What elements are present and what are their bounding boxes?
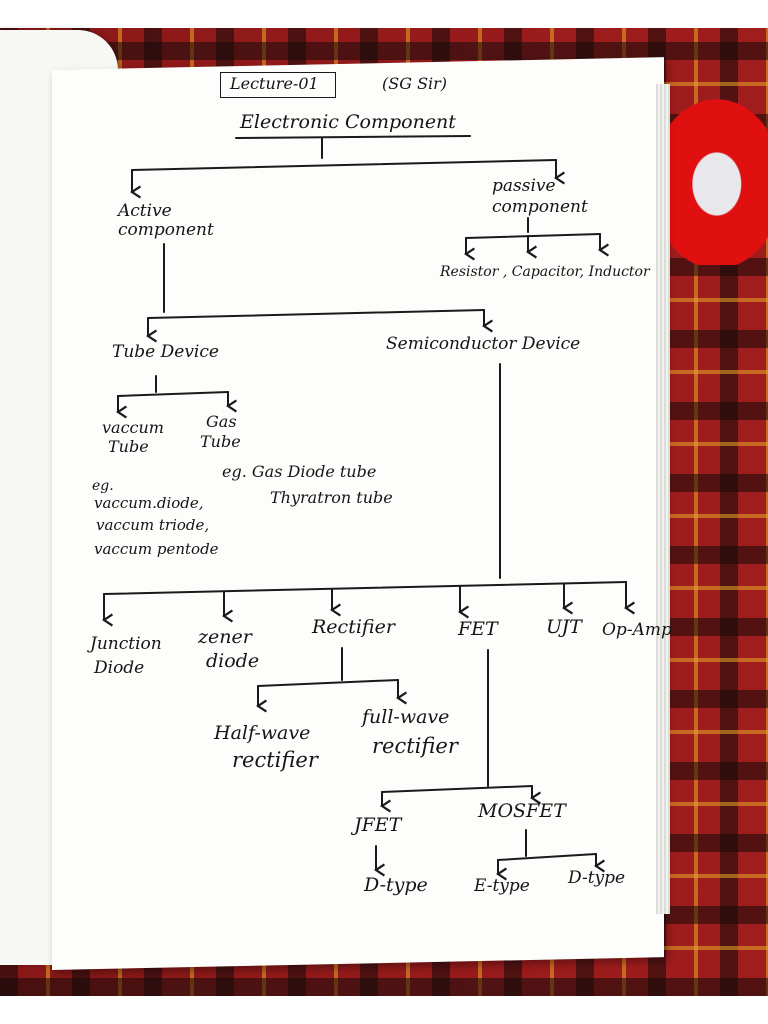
zener-diode-line2: diode [206,650,259,672]
tube-device-node: Tube Device [112,342,219,362]
passive-node-line2: component [492,197,588,217]
lecture-label: Lecture-01 [230,74,319,93]
zener-diode-line1: zener [198,626,252,648]
mosfet-dtype-node: D-type [568,868,625,888]
jfet-node: JFET [354,814,401,836]
passive-bar [466,234,600,238]
full-wave-line1: full-wave [362,706,449,728]
vacuum-examples-line3: vaccum pentode [94,540,219,558]
passive-node-line1: passive [492,176,556,196]
vacuum-examples-line1: vaccum.diode, [94,494,204,512]
vacuum-tube-line2: Tube [108,437,149,456]
gas-tube-line2: Tube [200,432,241,451]
root-node: Electronic Component [240,111,456,133]
rectifier-bar [258,680,398,686]
full-wave-line2: rectifier [372,734,458,758]
half-wave-line1: Half-wave [214,722,310,744]
mosfet-bar [498,854,596,860]
vacuum-examples-line2: vaccum triode, [96,516,209,534]
root-bar [132,160,556,170]
vacuum-examples-prefix: eg. [92,478,114,494]
fet-node: FET [458,618,498,640]
gas-examples-line2: Thyratron tube [270,488,393,507]
semiconductor-bar [104,582,626,594]
root-underline [236,136,470,138]
op-amp-node: Op-Amp [602,620,672,640]
semiconductor-device-node: Semiconductor Device [386,334,580,354]
half-wave-line2: rectifier [232,748,318,772]
junction-diode-line1: Junction [90,634,162,654]
ujt-node: UJT [546,616,582,638]
author-label: (SG Sir) [382,74,447,93]
jfet-dtype-node: D-type [364,874,428,896]
gas-tube-line1: Gas [206,412,237,431]
fet-bar [382,786,532,792]
tube-bar [118,392,228,396]
mosfet-etype-node: E-type [474,876,530,896]
active-node-line2: component [118,220,214,240]
active-bar [148,310,484,318]
gas-examples-line1: eg. Gas Diode tube [222,462,376,481]
active-node-line1: Active [118,201,172,221]
rectifier-node: Rectifier [312,616,395,638]
vacuum-tube-line1: vaccum [102,418,164,437]
junction-diode-line2: Diode [94,658,144,678]
mosfet-node: MOSFET [478,800,566,822]
passive-examples: Resistor , Capacitor, Inductor [440,264,650,280]
